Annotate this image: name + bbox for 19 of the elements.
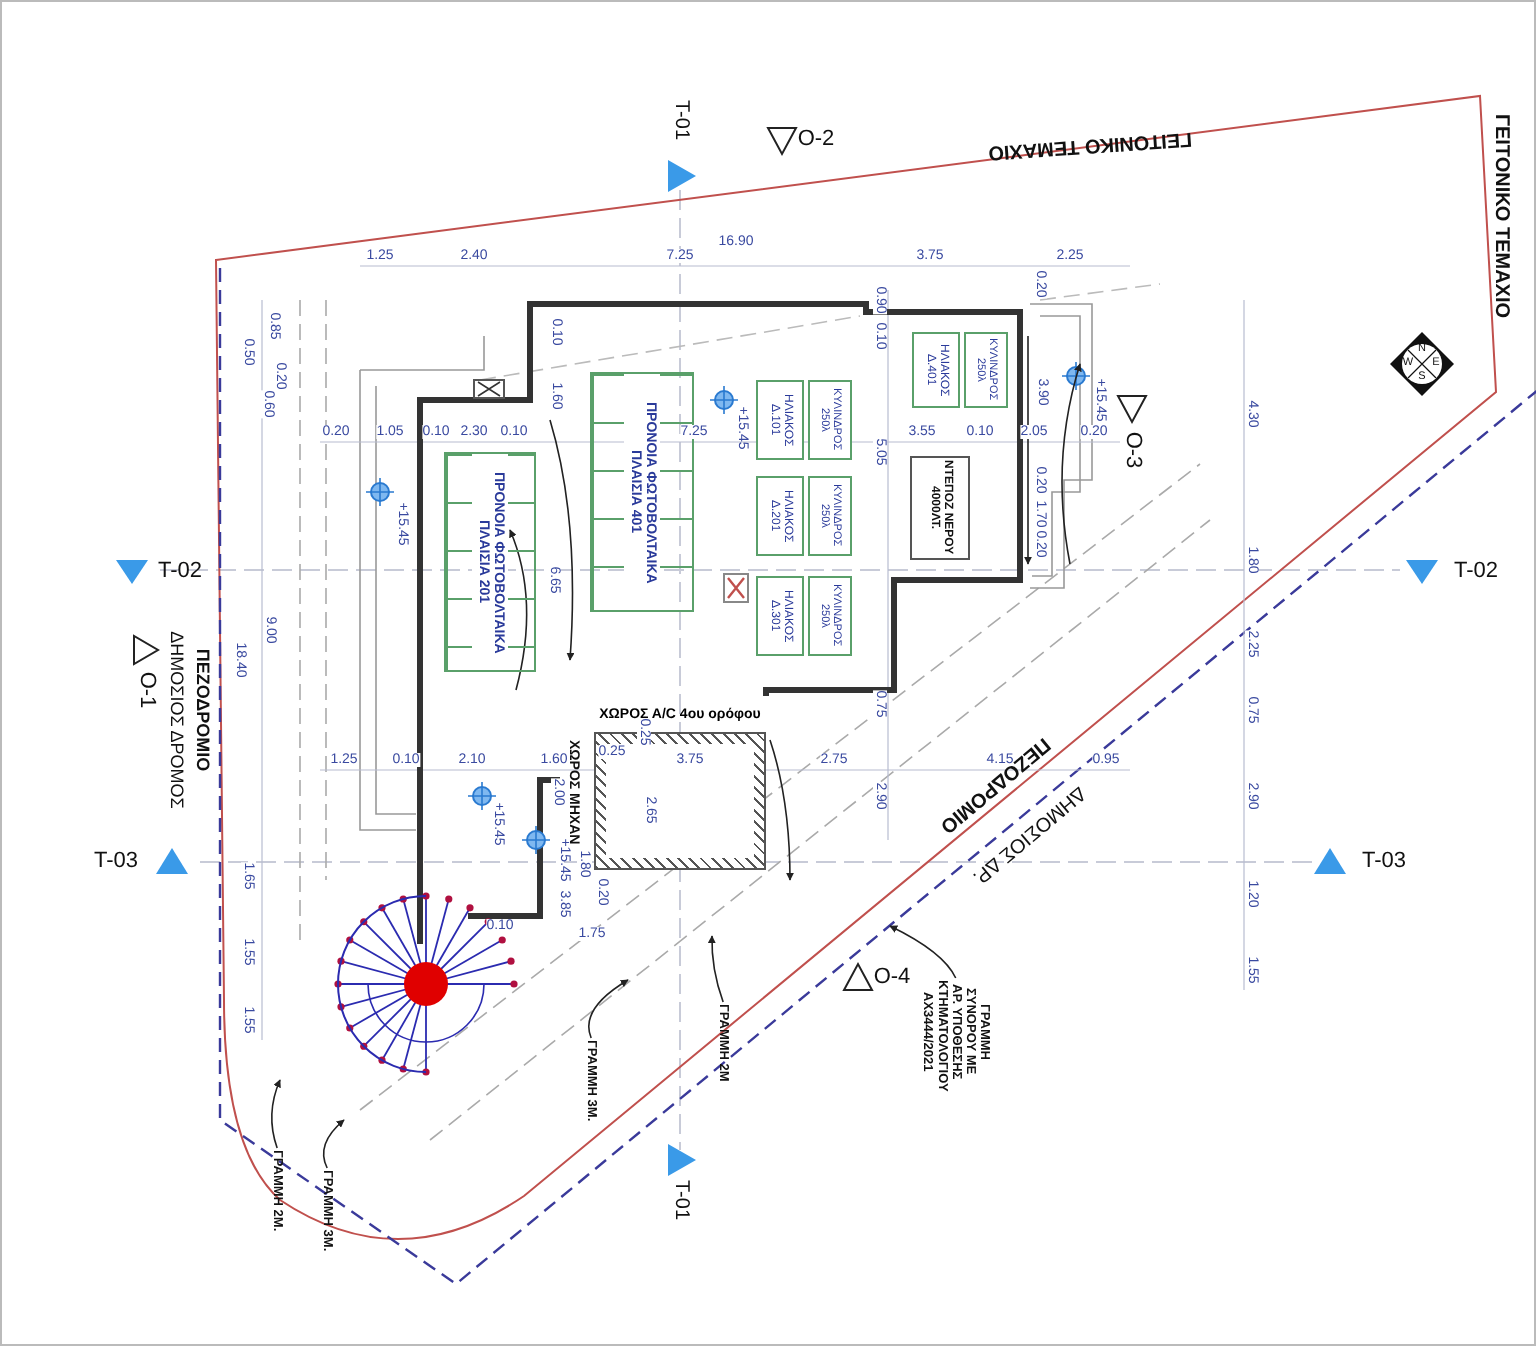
view-label: O-1 xyxy=(135,671,157,709)
area-label: ΔΗΜΟΣΙΟΣ ΔΡΟΜΟΣ xyxy=(167,631,185,809)
section-label: T-02 xyxy=(1454,561,1498,583)
leader-line xyxy=(889,925,957,979)
section-label: T-03 xyxy=(94,851,138,873)
leader-line xyxy=(707,935,724,1003)
area-label: ΠΕΖΟΔΡΟΜΙΟ xyxy=(193,648,211,772)
view-label: O-2 xyxy=(797,129,835,151)
area-label: ΓΕΙΤΟΝΙΚΟ ΤΕΜΑΧΙΟ xyxy=(1490,113,1510,319)
leader-line xyxy=(322,1119,345,1169)
section-label: T-03 xyxy=(1362,851,1406,873)
section-label: T-01 xyxy=(670,100,690,140)
leader-line xyxy=(588,979,629,1039)
area-label: ΓΕΙΤΟΝΙΚΟ ΤΕΜΑΧΙΟ xyxy=(987,126,1193,162)
view-label: O-3 xyxy=(1121,431,1143,469)
section-label: T-02 xyxy=(158,561,202,583)
section-label: T-01 xyxy=(670,1180,690,1220)
leader-line xyxy=(271,1079,281,1149)
view-label: O-4 xyxy=(873,967,911,989)
